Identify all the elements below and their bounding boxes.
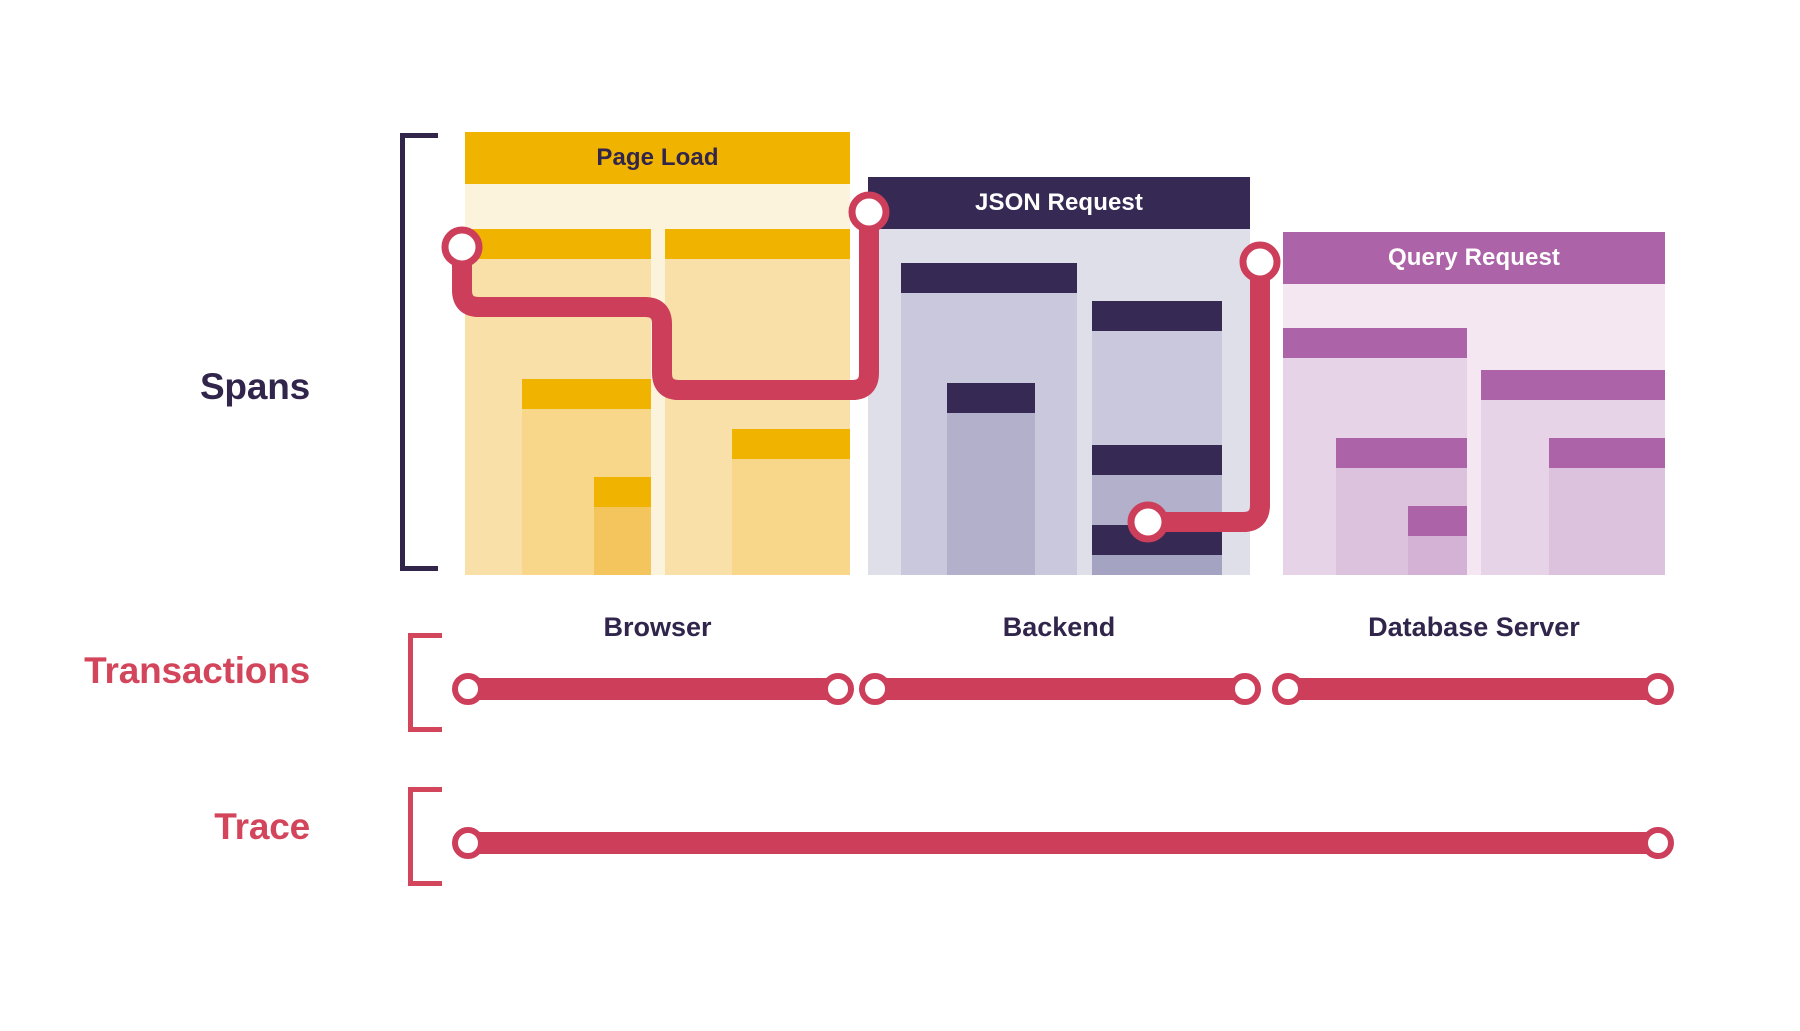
- span-bar-cap: [1336, 438, 1467, 468]
- transaction-endpoint-dot[interactable]: [1272, 673, 1304, 705]
- span-bar-cap: [665, 229, 850, 259]
- row-label-transactions: Transactions: [84, 650, 310, 691]
- service-body-database: [1283, 284, 1665, 575]
- bracket-spans: [400, 133, 438, 571]
- transaction-endpoint-dot[interactable]: [1229, 673, 1261, 705]
- row-label-trace: Trace: [214, 806, 310, 847]
- span-bar-cap: [732, 429, 850, 459]
- span-bar[interactable]: [1092, 445, 1222, 575]
- transaction-endpoint-dot[interactable]: [822, 673, 854, 705]
- trace-bar[interactable]: [468, 832, 1658, 854]
- row-label-spans: Spans: [199, 366, 310, 407]
- service-group-backend[interactable]: JSON Request: [868, 177, 1250, 575]
- transaction-endpoint-dot[interactable]: [859, 673, 891, 705]
- bracket-trace: [408, 787, 442, 886]
- trace-endpoint-dot[interactable]: [452, 827, 484, 859]
- span-bar[interactable]: [947, 383, 1035, 575]
- trace-endpoint-dot[interactable]: [1642, 827, 1674, 859]
- span-bar[interactable]: [1336, 438, 1467, 575]
- service-header-browser: Page Load: [465, 132, 850, 184]
- span-bar[interactable]: [1092, 301, 1222, 575]
- span-bar-cap: [1092, 301, 1222, 331]
- service-header-backend: JSON Request: [868, 177, 1250, 229]
- span-bar-cap: [1408, 506, 1467, 536]
- span-bar[interactable]: [465, 229, 651, 575]
- transaction-bar-backend[interactable]: [875, 678, 1245, 700]
- service-caption-browser: Browser: [603, 612, 712, 642]
- span-bar-cap: [1092, 525, 1222, 555]
- span-bar-cap: [465, 229, 651, 259]
- service-header-database: Query Request: [1283, 232, 1665, 284]
- service-caption-database: Database Server: [1368, 612, 1580, 642]
- transaction-endpoint-dot[interactable]: [452, 673, 484, 705]
- span-bar[interactable]: [522, 379, 651, 575]
- service-group-database[interactable]: Query Request: [1283, 232, 1665, 575]
- span-bar[interactable]: [1549, 438, 1665, 575]
- transaction-bar-database[interactable]: [1288, 678, 1658, 700]
- span-bar[interactable]: [1481, 370, 1665, 575]
- service-body-backend: [868, 229, 1250, 575]
- service-body-browser: [465, 184, 850, 575]
- span-bar-cap: [1549, 438, 1665, 468]
- span-bar[interactable]: [901, 263, 1077, 575]
- transaction-bar-browser[interactable]: [468, 678, 838, 700]
- span-bar[interactable]: [594, 477, 651, 575]
- span-bar-cap: [1283, 328, 1467, 358]
- span-bar[interactable]: [665, 229, 850, 575]
- span-bar-cap: [522, 379, 651, 409]
- transaction-endpoint-dot[interactable]: [1642, 673, 1674, 705]
- span-bar-cap: [594, 477, 651, 507]
- service-caption-backend: Backend: [1002, 612, 1116, 642]
- span-bar-cap: [1092, 445, 1222, 475]
- span-bar-cap: [901, 263, 1077, 293]
- span-bar-cap: [1481, 370, 1665, 400]
- span-bar[interactable]: [1283, 328, 1467, 575]
- span-bar[interactable]: [732, 429, 850, 575]
- span-bar[interactable]: [1092, 525, 1222, 575]
- service-group-browser[interactable]: Page Load: [465, 132, 850, 575]
- bracket-transactions: [408, 633, 442, 732]
- span-bar-cap: [947, 383, 1035, 413]
- span-bar[interactable]: [1408, 506, 1467, 575]
